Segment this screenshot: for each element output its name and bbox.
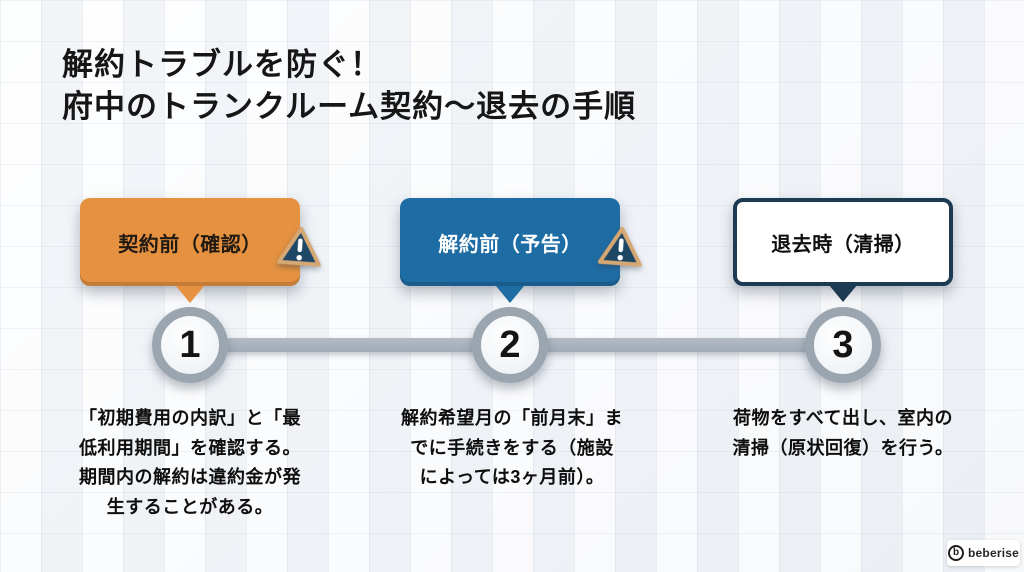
- description-line: 「初期費用の内訳」と「最: [79, 408, 301, 428]
- step3-bubble-label: 退去時（清掃）: [771, 233, 915, 256]
- warning-icon: [597, 226, 642, 267]
- step1-bubble: 契約前（確認）: [80, 198, 300, 303]
- step1-description: 「初期費用の内訳」と「最 低利用期間」を確認する。 期間内の解約は違約金が発 生…: [50, 404, 330, 522]
- step1-number-circle: 1: [152, 307, 228, 383]
- logo-text: beberise: [968, 546, 1019, 560]
- warning-icon: [276, 226, 321, 267]
- description-line: によっては3ヶ月前）。: [419, 467, 605, 487]
- description-line: 期間内の解約は違約金が発: [79, 467, 301, 487]
- description-line: 清掃（原状回復）を行う。: [732, 437, 954, 458]
- description-line: 生することがある。: [106, 496, 274, 517]
- step1-bubble-label: 契約前（確認）: [118, 233, 262, 256]
- beberise-logo: b beberise: [947, 540, 1020, 566]
- step2-number-circle: 2: [472, 307, 548, 383]
- step3-bubble: 退去時（清掃）: [733, 198, 953, 302]
- step2-description: 解約希望月の「前月末」ま でに手続きをする（施設 によっては3ヶ月前）。: [372, 404, 652, 493]
- description-line: 荷物をすべて出し、室内の: [732, 408, 954, 428]
- step2-bubble-label: 解約前（予告）: [438, 233, 582, 256]
- step3-number-circle: 3: [805, 307, 881, 383]
- description-line: でに手続きをする（施設: [410, 437, 614, 458]
- step3-description: 荷物をすべて出し、室内の 清掃（原状回復）を行う。: [703, 404, 983, 463]
- step2-bubble-pointer: [496, 286, 524, 303]
- step3-number: 3: [832, 323, 854, 366]
- step2-number: 2: [499, 323, 521, 366]
- step2-bubble: 解約前（予告）: [400, 198, 620, 303]
- page-title: 解約トラブルを防ぐ！ 府中のトランクルーム契約〜退去の手順: [62, 44, 636, 128]
- description-line: 解約希望月の「前月末」ま: [401, 408, 623, 428]
- page-title-line2: 府中のトランクルーム契約〜退去の手順: [62, 89, 637, 124]
- step1-number: 1: [179, 323, 201, 366]
- description-line: 低利用期間」を確認する。: [79, 437, 301, 458]
- b-circle-icon: b: [948, 545, 965, 561]
- step1-bubble-pointer: [176, 286, 204, 303]
- step3-bubble-pointer: [829, 285, 857, 302]
- page-title-line1: 解約トラブルを防ぐ！: [62, 47, 382, 82]
